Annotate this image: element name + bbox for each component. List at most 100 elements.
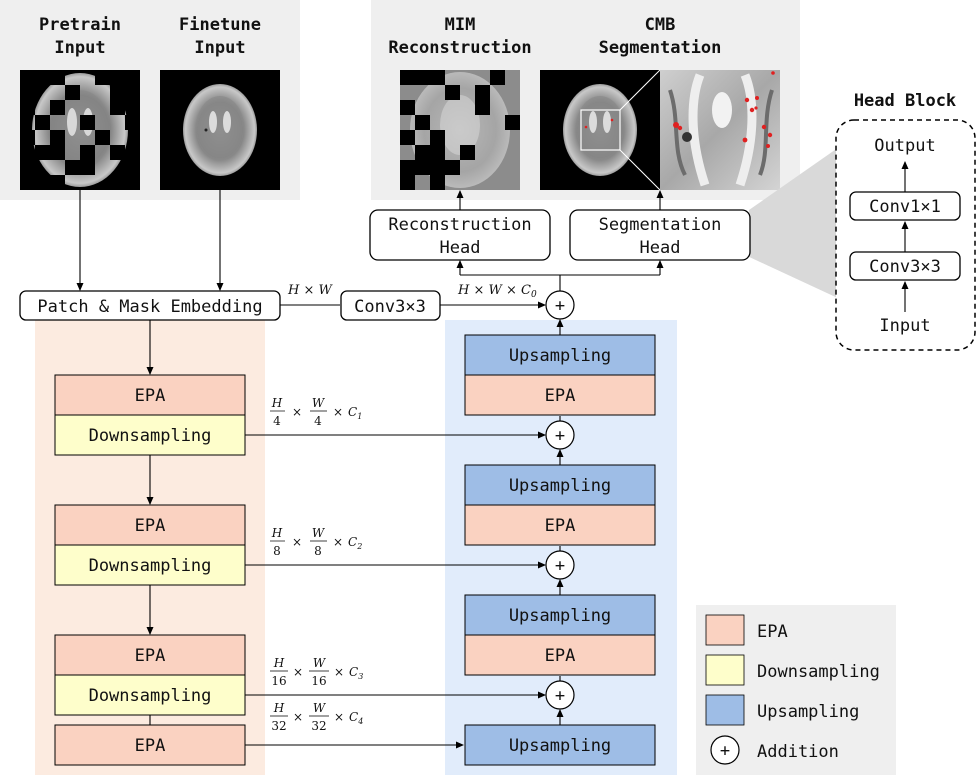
dim-hw: H × W bbox=[287, 283, 333, 298]
decoder-epa-2 bbox=[464, 504, 656, 546]
segmentation-head-line1: Segmentation bbox=[599, 215, 722, 235]
encoder-epa-1-label: EPA bbox=[135, 386, 166, 406]
decoder-epa-1-label: EPA bbox=[545, 386, 576, 406]
decoder-epa-2-label: EPA bbox=[545, 516, 576, 536]
pretrain-title-line2: Input bbox=[54, 38, 105, 58]
decoder-upsampling-2 bbox=[464, 464, 656, 506]
finetune-title-line1: Finetune bbox=[179, 15, 261, 35]
svg-text:8: 8 bbox=[314, 544, 322, 558]
decoder-epa-3 bbox=[464, 634, 656, 676]
legend-epa-label: EPA bbox=[757, 622, 788, 642]
svg-text:4: 4 bbox=[273, 414, 281, 428]
encoder-stage-3: EPA Downsampling bbox=[54, 634, 246, 716]
cmb-title-line1: CMB bbox=[645, 15, 676, 35]
addition-node-1-symbol: + bbox=[555, 426, 565, 446]
addition-node-0: + bbox=[545, 290, 575, 320]
addition-node-0-symbol: + bbox=[555, 296, 565, 316]
decoder-stage-3: Upsampling EPA bbox=[464, 594, 656, 676]
decoder-stage-1: Upsampling EPA bbox=[464, 334, 656, 416]
svg-text:8: 8 bbox=[273, 544, 281, 558]
svg-text:H: H bbox=[271, 396, 283, 410]
decoder-upsampling-3 bbox=[464, 594, 656, 636]
mim-title-line1: MIM bbox=[445, 15, 476, 35]
svg-text:H: H bbox=[273, 701, 285, 715]
decoder-epa-1 bbox=[464, 374, 656, 416]
reconstruction-head-line1: Reconstruction bbox=[388, 215, 531, 235]
svg-text:W: W bbox=[312, 396, 326, 410]
decoder-upsampling-4 bbox=[464, 724, 656, 766]
addition-node-3: + bbox=[545, 680, 575, 710]
svg-text:16: 16 bbox=[271, 674, 286, 688]
head-block-conv3-label: Conv3×3 bbox=[869, 257, 941, 277]
encoder-downsampling-2-label: Downsampling bbox=[89, 556, 212, 576]
legend-addition-label: Addition bbox=[757, 742, 839, 762]
encoder-epa-2 bbox=[54, 504, 246, 546]
decoder-upsampling-2-label: Upsampling bbox=[509, 476, 611, 496]
cmb-title-line2: Segmentation bbox=[599, 38, 722, 58]
conv3x3-skip-label: Conv3×3 bbox=[354, 297, 426, 317]
encoder-epa-3-label: EPA bbox=[135, 646, 166, 666]
head-block-output: Output bbox=[874, 136, 935, 156]
svg-text:16: 16 bbox=[311, 674, 326, 688]
encoder-downsampling-2 bbox=[54, 544, 246, 586]
svg-text:W: W bbox=[312, 526, 326, 540]
svg-text:×: × bbox=[293, 710, 303, 724]
svg-text:32: 32 bbox=[311, 719, 326, 733]
decoder-upsampling-4-label: Upsampling bbox=[509, 736, 611, 756]
legend: EPA Downsampling Upsampling + Addition bbox=[705, 614, 880, 765]
legend-addition-icon bbox=[710, 735, 740, 765]
legend-epa-swatch bbox=[705, 614, 745, 646]
decoder-stage-2: Upsampling EPA bbox=[464, 464, 656, 546]
decoder-upsampling-3-label: Upsampling bbox=[509, 606, 611, 626]
svg-text:H: H bbox=[271, 526, 283, 540]
legend-downsampling-swatch bbox=[705, 654, 745, 686]
svg-text:×: × bbox=[293, 665, 303, 679]
pretrain-title-line1: Pretrain bbox=[39, 15, 121, 35]
patch-mask-embedding-label: Patch & Mask Embedding bbox=[37, 297, 262, 317]
encoder-downsampling-1 bbox=[54, 414, 246, 456]
decoder-upsampling-1 bbox=[464, 334, 656, 376]
svg-text:C2: C2 bbox=[348, 535, 362, 551]
svg-text:W: W bbox=[313, 656, 327, 670]
encoder-downsampling-3 bbox=[54, 674, 246, 716]
encoder-epa-2-label: EPA bbox=[135, 516, 166, 536]
head-block-conv1-label: Conv1×1 bbox=[869, 197, 941, 217]
dim-stage-2: H 8 × W 8 × C2 bbox=[270, 526, 362, 558]
dim-stage-4: H 32 × W 32 × C4 bbox=[270, 701, 363, 733]
head-block-input: Input bbox=[879, 316, 930, 336]
encoder-epa-3 bbox=[54, 634, 246, 676]
svg-text:C4: C4 bbox=[349, 710, 363, 726]
finetune-title-line2: Input bbox=[194, 38, 245, 58]
dim-hwc0: H × W × C0 bbox=[457, 283, 537, 300]
addition-node-2-symbol: + bbox=[555, 556, 565, 576]
finetune-input-image bbox=[160, 70, 280, 190]
cmb-zoom-image bbox=[660, 70, 780, 190]
svg-text:C1: C1 bbox=[348, 405, 362, 421]
svg-text:×: × bbox=[334, 710, 344, 724]
mim-reconstruction-image bbox=[400, 70, 520, 190]
dim-stage-1: H 4 × W 4 × C1 bbox=[270, 396, 362, 428]
svg-text:32: 32 bbox=[271, 719, 286, 733]
decoder-upsampling-1-label: Upsampling bbox=[509, 346, 611, 366]
legend-upsampling-swatch bbox=[705, 694, 745, 726]
cmb-segmentation-image bbox=[540, 69, 661, 191]
legend-addition-symbol: + bbox=[720, 741, 730, 761]
svg-text:×: × bbox=[292, 535, 302, 549]
svg-text:4: 4 bbox=[314, 414, 322, 428]
decoder-epa-3-label: EPA bbox=[545, 646, 576, 666]
segmentation-head-line2: Head bbox=[640, 238, 681, 258]
addition-node-2: + bbox=[545, 550, 575, 580]
addition-node-1: + bbox=[545, 420, 575, 450]
svg-text:W: W bbox=[313, 701, 327, 715]
svg-text:C3: C3 bbox=[349, 665, 363, 681]
svg-text:×: × bbox=[292, 405, 302, 419]
svg-text:×: × bbox=[334, 665, 344, 679]
encoder-stage-1: EPA Downsampling bbox=[54, 374, 246, 456]
encoder-stage-2: EPA Downsampling bbox=[54, 504, 246, 586]
legend-downsampling-label: Downsampling bbox=[757, 662, 880, 682]
mim-title-line2: Reconstruction bbox=[388, 38, 531, 58]
head-zoom-wedge bbox=[745, 145, 842, 300]
dim-stage-3: H 16 × W 16 × C3 bbox=[270, 656, 363, 688]
svg-text:×: × bbox=[333, 535, 343, 549]
